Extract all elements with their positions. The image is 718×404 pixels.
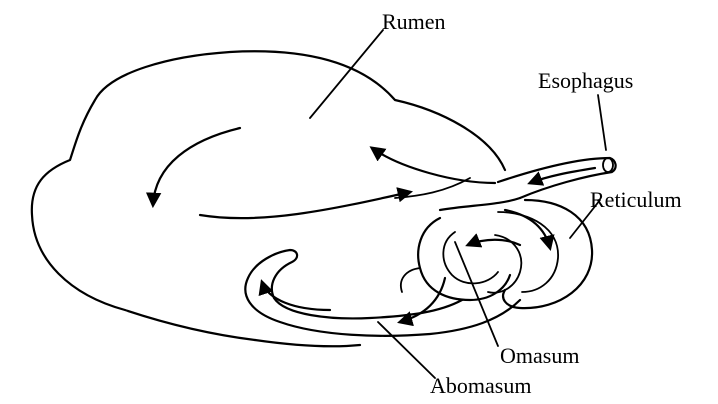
flow-arrow-to-rumen-top: [372, 148, 495, 183]
reticulum-label: Reticulum: [590, 187, 682, 212]
flow-arrow-rumen-middle: [200, 192, 410, 218]
rumen-lower-edge: [255, 340, 360, 346]
rumen-reticulum-junction: [440, 198, 520, 210]
reticulum-outline: [503, 200, 592, 308]
abomasum-leader-line: [378, 322, 435, 378]
omasum-leader-line: [455, 242, 498, 346]
esophagus-opening: [603, 158, 613, 172]
esophagus-label: Esophagus: [538, 68, 633, 93]
esophagus-leader-line: [598, 95, 606, 150]
abomasum-inner-fold: [401, 268, 420, 292]
rumen-label: Rumen: [382, 9, 446, 34]
flow-arrow-rumen-curve: [153, 128, 240, 205]
abomasum-label: Abomasum: [430, 373, 531, 398]
rumen-outline: [32, 51, 505, 340]
rumen-leader-line: [310, 30, 383, 118]
abomasum-outline: [245, 250, 520, 336]
omasum-outline: [418, 218, 510, 300]
omasum-label: Omasum: [500, 343, 579, 368]
rumen-inner-fold: [395, 178, 470, 198]
flow-arrow-omasum: [468, 240, 520, 245]
